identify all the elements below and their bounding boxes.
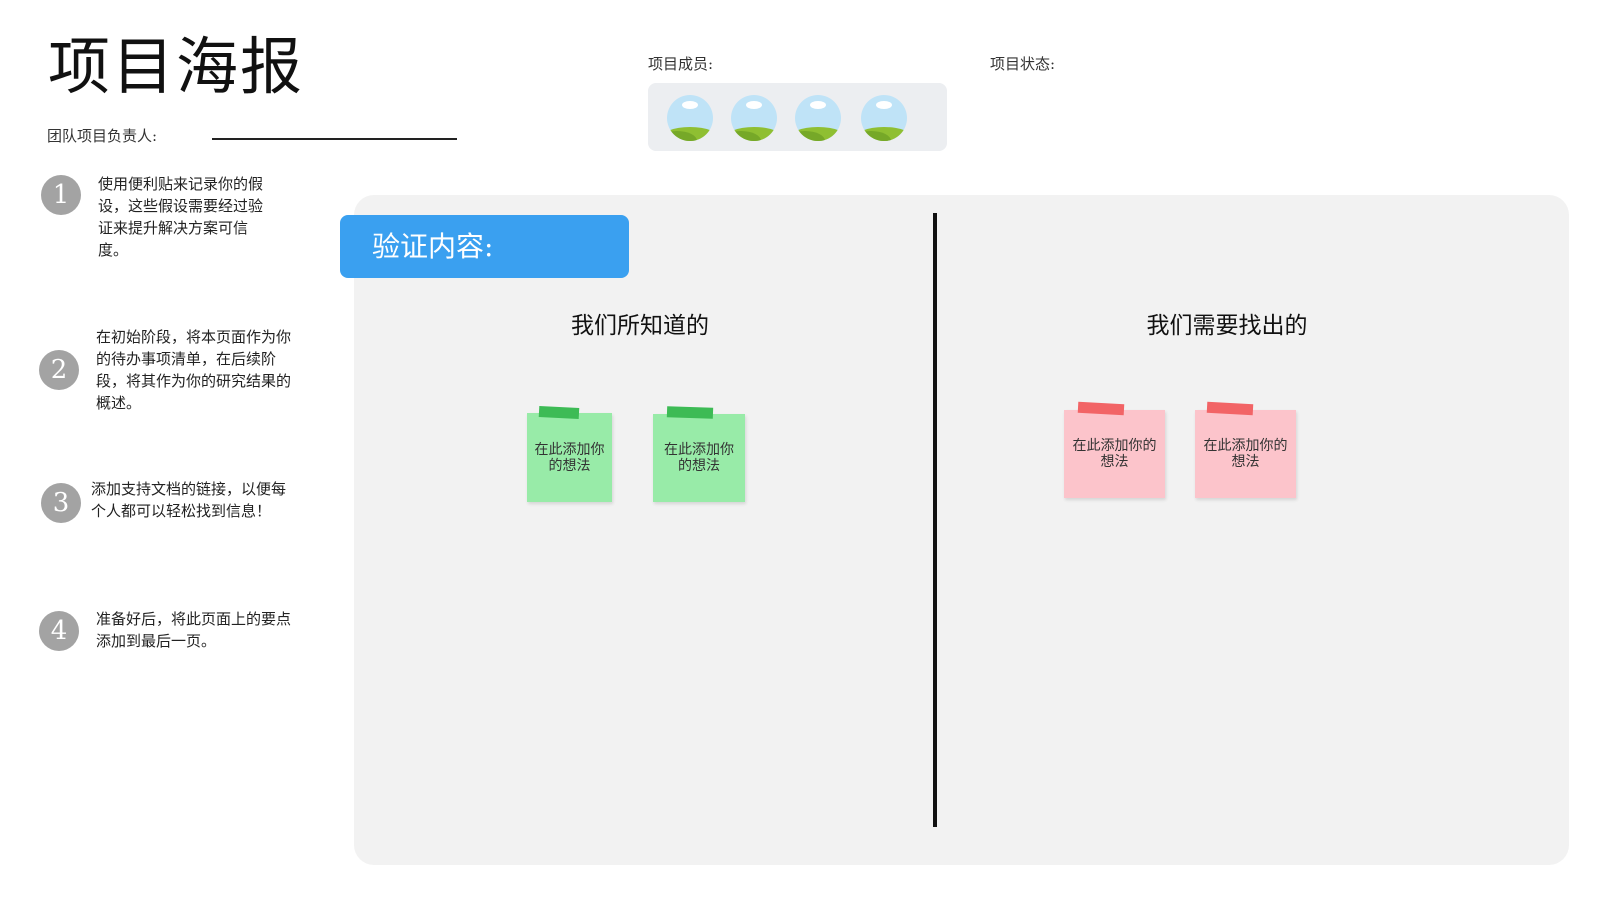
owner-input-line[interactable] [212, 138, 457, 140]
avatar-placeholder-icon[interactable] [861, 95, 907, 141]
page-title: 项目海报 [48, 30, 305, 103]
validation-board [354, 195, 1569, 865]
unknown-column-heading: 我们需要找出的 [1146, 313, 1308, 339]
status-label: 项目状态: [990, 55, 1056, 73]
tape-icon [666, 406, 714, 419]
avatar-placeholder-icon[interactable] [795, 95, 841, 141]
tape-icon [1206, 401, 1254, 416]
step-badge-4: 4 [39, 611, 79, 651]
sticky-note-unknown-1[interactable]: 在此添加你的想法 [1064, 410, 1165, 498]
sticky-note-unknown-2[interactable]: 在此添加你的想法 [1195, 410, 1296, 498]
sticky-note-known-2[interactable]: 在此添加你的想法 [653, 414, 745, 502]
sticky-note-text: 在此添加你的想法 [664, 442, 734, 474]
sticky-note-text: 在此添加你的想法 [1203, 438, 1288, 470]
sticky-note-text: 在此添加你的想法 [1072, 438, 1157, 470]
tape-icon [1077, 401, 1125, 416]
avatar-placeholder-icon[interactable] [731, 95, 777, 141]
step-text-1: 使用便利贴来记录你的假设，这些假设需要经过验证来提升解决方案可信度。 [98, 175, 264, 259]
sticky-note-known-1[interactable]: 在此添加你的想法 [527, 413, 612, 502]
avatar-placeholder-icon[interactable] [667, 95, 713, 141]
board-header: 验证内容: [340, 215, 629, 278]
members-label: 项目成员: [648, 55, 714, 73]
step-badge-3: 3 [41, 483, 81, 523]
sticky-note-text: 在此添加你的想法 [534, 441, 605, 474]
known-column-heading: 我们所知道的 [571, 313, 709, 339]
members-panel [648, 83, 947, 151]
tape-icon [538, 405, 580, 420]
step-text-4: 准备好后，将此页面上的要点添加到最后一页。 [96, 610, 292, 650]
column-divider [933, 213, 937, 827]
step-text-2: 在初始阶段，将本页面作为你的待办事项清单，在后续阶段，将其作为你的研究结果的概述… [96, 328, 292, 412]
step-badge-2: 2 [39, 350, 79, 390]
owner-label: 团队项目负责人: [47, 127, 158, 145]
step-text-3: 添加支持文档的链接，以便每个人都可以轻松找到信息！ [91, 480, 287, 520]
step-badge-1: 1 [41, 175, 81, 215]
